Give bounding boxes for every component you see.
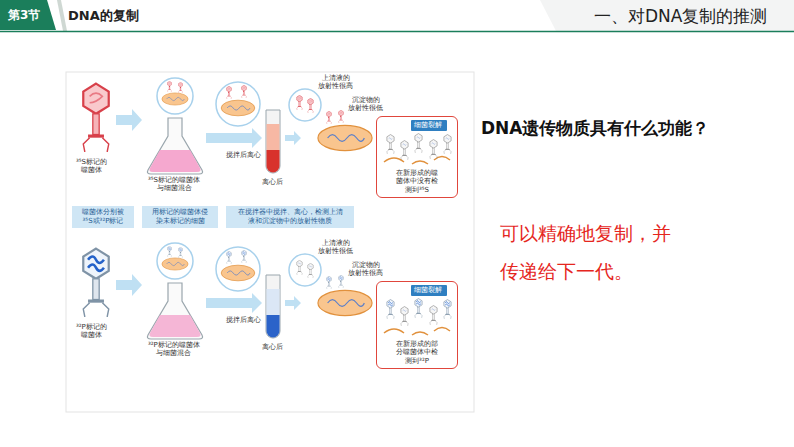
- flask-liquid: [149, 150, 200, 172]
- magnified-view: [157, 78, 193, 114]
- pellet: [267, 150, 280, 173]
- answer-text: 可以精确地复制，并 传递给下一代。: [500, 214, 682, 290]
- cell-fragment: [384, 157, 450, 165]
- phage: [430, 140, 437, 159]
- flask: [147, 283, 202, 339]
- section-title: 一、对DNA复制的推测: [594, 6, 767, 26]
- bacterium: [221, 265, 255, 281]
- node-text: 细菌裂解: [414, 286, 444, 295]
- phage: [227, 251, 232, 264]
- step-arrow: [116, 109, 142, 131]
- phage: [444, 300, 451, 319]
- node-text: 细菌裂解: [414, 121, 444, 130]
- phage: [83, 249, 108, 317]
- header-rule: [0, 31, 794, 33]
- header-band: [540, 0, 794, 31]
- step-arrow: [206, 128, 262, 148]
- row-32p: [83, 243, 451, 339]
- node-text: 用标记的噬菌体侵 染未标记的细菌: [152, 208, 208, 226]
- figure-label: ³²P标记的 噬菌体: [76, 323, 107, 340]
- phage: [297, 260, 302, 275]
- phage: [242, 85, 247, 98]
- node-text: 噬菌体分别被 ³⁵S或³²P标记: [82, 208, 124, 226]
- figure-label: 离心后: [262, 343, 283, 351]
- phage: [297, 95, 302, 110]
- flask: [147, 118, 202, 174]
- figure-label: 离心后: [262, 178, 283, 186]
- step-arrow: [116, 274, 142, 296]
- figure-label: ³⁵S标记的 噬菌体: [76, 158, 107, 175]
- figure-label: 沉淀物的 放射性很低: [348, 96, 383, 113]
- node-text: 在新形成的部 分噬菌体中检 测到³²P: [396, 340, 438, 365]
- bacterium: [162, 93, 188, 105]
- figure-label: 搅拌后离心: [226, 151, 261, 159]
- centrifuge-tube: [266, 275, 280, 338]
- magnified-view: [157, 243, 193, 279]
- supernatant: [267, 289, 280, 315]
- figure-frame: [66, 72, 474, 412]
- bacterium: [318, 125, 372, 150]
- figure-label: ³⁵S标记的噬菌体 与细菌混合: [148, 176, 200, 193]
- phage: [327, 111, 332, 124]
- centrifuge-tube: [266, 110, 280, 173]
- phage: [339, 110, 344, 123]
- phage: [168, 246, 172, 257]
- phage: [179, 247, 183, 258]
- phage: [401, 141, 408, 160]
- phage: [401, 307, 408, 326]
- phage: [444, 135, 451, 154]
- flask-liquid: [149, 315, 200, 337]
- phage: [179, 82, 183, 93]
- bacterium: [162, 258, 188, 270]
- row-35s: [83, 78, 451, 174]
- cell-fragment: [384, 328, 450, 336]
- bacterium: [221, 100, 255, 116]
- step-arrow: [285, 296, 301, 310]
- magnified-view: [216, 82, 260, 126]
- phage: [308, 263, 313, 278]
- step-arrow: [285, 131, 301, 145]
- lysis-badge: 细菌裂解: [411, 120, 447, 131]
- pellet: [267, 315, 280, 338]
- result-box: 在新形成的部 分噬菌体中检 测到³²P 细菌裂解: [376, 281, 458, 369]
- phage: [415, 299, 422, 318]
- question-text: DNA遗传物质具有什么功能？: [481, 118, 710, 138]
- lysis-badge: 细菌裂解: [411, 285, 447, 296]
- phage: [415, 134, 422, 153]
- magnified-view: [289, 254, 321, 286]
- node-text: 在新形成的噬 菌体中没有检 测到³⁵S: [396, 169, 438, 194]
- node-text: 第3节: [8, 7, 40, 24]
- phage: [387, 300, 394, 319]
- figure-label: 上清液的 放射性很高: [318, 74, 353, 91]
- figure-label: ³²P标记的噬菌体 与细菌混合: [148, 341, 200, 358]
- phage: [227, 86, 232, 99]
- magnified-view: [289, 89, 321, 121]
- supernatant: [267, 124, 280, 150]
- phage: [242, 250, 247, 263]
- bacterium: [318, 290, 372, 315]
- phage: [308, 98, 313, 113]
- phage: [339, 275, 344, 288]
- figure-label: 沉淀物的 放射性很高: [348, 261, 383, 278]
- node-text: 在搅拌器中搅拌、离心，检测上清 液和沉淀物中的放射性物质: [229, 208, 351, 226]
- chapter-name: DNA的复制: [68, 8, 139, 24]
- phage: [430, 306, 437, 325]
- step-box: 用标记的噬菌体侵 染未标记的细菌: [142, 206, 218, 228]
- phage: [83, 84, 108, 152]
- phage: [327, 276, 332, 289]
- step-arrow: [206, 293, 262, 313]
- header-divider: [57, 0, 67, 31]
- figure-label: 上清液的 放射性很低: [318, 239, 353, 256]
- section-tab: 第3节: [0, 0, 56, 30]
- step-box: 噬菌体分别被 ³⁵S或³²P标记: [72, 206, 134, 228]
- phage: [387, 135, 394, 154]
- figure-label: 搅拌后离心: [226, 316, 261, 324]
- phage: [168, 81, 172, 92]
- magnified-view: [216, 247, 260, 291]
- step-box: 在搅拌器中搅拌、离心，检测上清 液和沉淀物中的放射性物质: [226, 206, 354, 228]
- result-box: 在新形成的噬 菌体中没有检 测到³⁵S 细菌裂解: [376, 116, 458, 198]
